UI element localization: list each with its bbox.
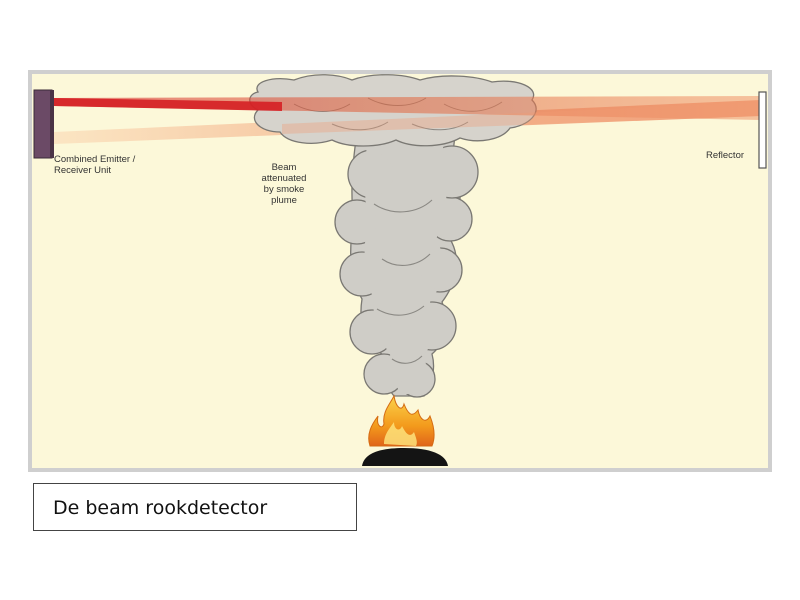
burner (362, 448, 448, 466)
reflector (758, 91, 767, 169)
caption-box: De beam rookdetector (33, 483, 357, 531)
emitter-label: Combined Emitter / Receiver Unit (54, 154, 136, 176)
diagram-canvas (33, 74, 767, 466)
beam-label: Beam attenuated by smoke plume (261, 162, 307, 206)
beam-detector-diagram: Combined Emitter / Receiver Unit Beam at… (28, 70, 772, 472)
caption-text: De beam rookdetector (53, 497, 268, 519)
fire-icon (368, 394, 435, 447)
reflector-label: Reflector (706, 150, 745, 161)
emitter-receiver-unit (33, 89, 53, 159)
